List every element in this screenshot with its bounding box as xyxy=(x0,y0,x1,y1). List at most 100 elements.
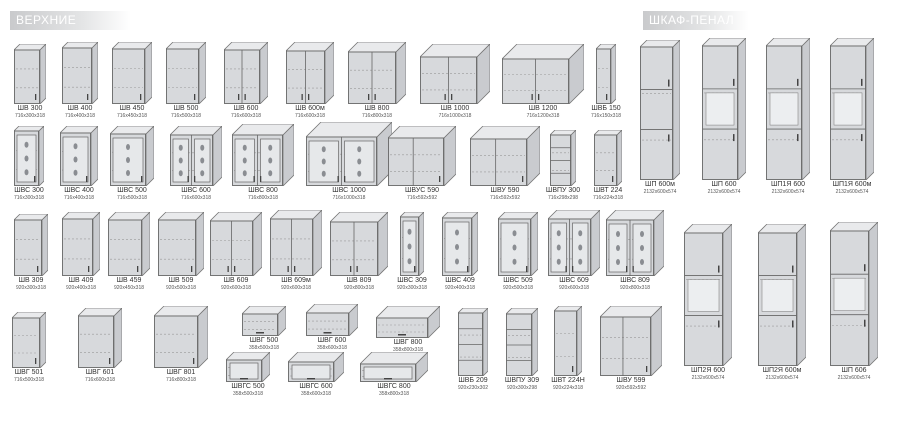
cabinet-drawing xyxy=(830,222,878,366)
cabinet-drawing xyxy=(830,38,874,180)
cabinet-size: 716x300x318 xyxy=(14,113,46,119)
cabinet-drawing xyxy=(766,38,810,180)
cabinet-size: 920x450x318 xyxy=(113,285,145,291)
cabinet-size: 716x500x318 xyxy=(13,377,45,383)
cabinet-name: ШВ 400 xyxy=(67,105,93,112)
cabinet-drawing xyxy=(388,126,456,186)
cabinet-size: 358x800x318 xyxy=(378,391,410,397)
cabinet-size: 716x300x318 xyxy=(13,195,45,201)
cabinet-name: ШВ 459 xyxy=(116,277,142,284)
cabinet-name: ШВГ 801 xyxy=(166,369,196,376)
cabinet-name: ШВБ 209 xyxy=(458,377,488,384)
cabinet-name: ШП2Я 600м xyxy=(762,367,802,374)
cabinet-size: 2132x600x574 xyxy=(707,189,741,195)
cabinet-drawing xyxy=(506,308,538,376)
cabinet-drawing xyxy=(78,308,122,368)
cabinet-drawing xyxy=(550,130,576,186)
cabinet-drawing xyxy=(154,306,208,368)
cabinet-size: 920x500x318 xyxy=(502,285,534,291)
cabinet-drawing xyxy=(108,212,150,276)
cabinet-size: 716x400x318 xyxy=(63,195,95,201)
cabinet-name: ШП 600м xyxy=(645,181,675,188)
cabinet-size: 716x500x318 xyxy=(170,113,202,119)
pencil-section-header: ШКАФ-ПЕНАЛ xyxy=(643,11,749,30)
cabinet-name: ШВС 500 xyxy=(117,187,147,194)
cabinet-drawing xyxy=(12,312,46,368)
cabinet-drawing xyxy=(288,352,344,382)
cabinet-size: 716x600x318 xyxy=(230,113,262,119)
cabinet-name: ШВ 600 xyxy=(233,105,259,112)
cabinet-size: 716x600x318 xyxy=(180,195,212,201)
cabinet-name: ШВ 450 xyxy=(119,105,145,112)
cabinet-drawing xyxy=(60,126,98,186)
cabinet-name: ШВУС 590 xyxy=(405,187,439,194)
cabinet-drawing xyxy=(62,42,98,104)
cabinet-drawing xyxy=(306,122,392,186)
cabinet-drawing xyxy=(640,40,680,180)
cabinet-drawing xyxy=(554,306,582,376)
cabinet-name: ШВ 609м xyxy=(281,277,311,284)
cabinet-size: 716x450x318 xyxy=(116,113,148,119)
cabinet-name: ШВС 400 xyxy=(64,187,94,194)
cabinet-size: 716x1000x318 xyxy=(332,195,366,201)
cabinet-size: 716x224x318 xyxy=(592,195,624,201)
cabinet-name: ШВГ 800 xyxy=(393,339,423,346)
cabinet-name: ШВГС 800 xyxy=(377,383,411,390)
cabinet-drawing xyxy=(14,214,48,276)
cabinet-drawing xyxy=(442,212,478,276)
cabinet-size: 716x600x318 xyxy=(84,377,116,383)
cabinet-name: ШВС 800 xyxy=(248,187,278,194)
cabinet-size: 920x600x318 xyxy=(558,285,590,291)
cabinet-size: 920x400x318 xyxy=(65,285,97,291)
cabinet-drawing xyxy=(548,210,600,276)
cabinet-name: ШП1Я 600м xyxy=(832,181,872,188)
cabinet-size: 920x300x318 xyxy=(396,285,428,291)
cabinet-drawing xyxy=(158,212,204,276)
cabinet-name: ШВ 300 xyxy=(17,105,43,112)
cabinet-size: 358x800x318 xyxy=(392,347,424,353)
cabinet-name: ШВС 609 xyxy=(559,277,589,284)
cabinet-name: ШВС 1000 xyxy=(332,187,366,194)
cabinet-size: 358x600x318 xyxy=(316,345,348,351)
cabinet-size: 2132x600x574 xyxy=(837,375,871,381)
cabinet-size: 920x600x318 xyxy=(280,285,312,291)
cabinet-name: ШП 606 xyxy=(841,367,867,374)
cabinet-name: ШП1Я 600 xyxy=(770,181,806,188)
cabinet-size: 716x800x318 xyxy=(165,377,197,383)
cabinet-name: ШВ 809 xyxy=(346,277,372,284)
cabinet-drawing xyxy=(594,130,622,186)
cabinet-drawing xyxy=(702,38,746,180)
cabinet-size: 716x600x318 xyxy=(294,113,326,119)
cabinet-name: ШВГ 501 xyxy=(14,369,44,376)
cabinet-drawing xyxy=(14,126,44,186)
cabinet-size: 2132x600x574 xyxy=(771,189,805,195)
cabinet-drawing xyxy=(14,44,46,104)
cabinet-drawing xyxy=(758,224,806,366)
